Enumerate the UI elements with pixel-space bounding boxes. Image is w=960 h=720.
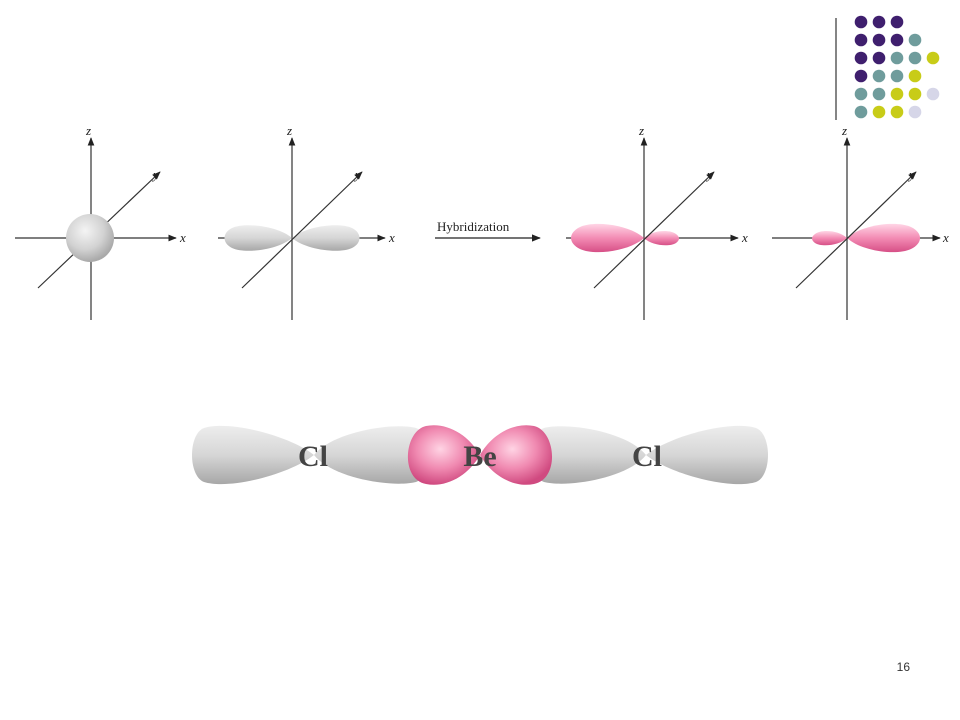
atom-label-cl-right: Cl bbox=[632, 440, 662, 473]
axis-label-x: x bbox=[179, 230, 186, 245]
decorative-dot-teal bbox=[908, 51, 922, 65]
decorative-dot-teal bbox=[854, 87, 868, 101]
decorative-dot-teal bbox=[908, 33, 922, 47]
decorative-dot-purple bbox=[854, 51, 868, 65]
hybridization-label: Hybridization bbox=[437, 219, 510, 234]
axis-label-y: y bbox=[353, 167, 361, 182]
axis-label-z: z bbox=[638, 123, 644, 138]
be-sp-lobe-left bbox=[407, 425, 480, 485]
decorative-dot-purple bbox=[872, 15, 886, 29]
decorative-dot-purple bbox=[854, 69, 868, 83]
decorative-dot-teal bbox=[872, 69, 886, 83]
sp-hybrid-large-lobe bbox=[847, 223, 920, 253]
cl-orbital-outer-lobe-right bbox=[646, 425, 768, 485]
sp-hybrid-orbital-right-diagram: z x y bbox=[772, 123, 949, 320]
axis-label-y: y bbox=[151, 167, 159, 182]
axis-label-z: z bbox=[85, 123, 91, 138]
decorative-dot-lavender bbox=[926, 87, 940, 101]
decorative-dot-teal bbox=[890, 51, 904, 65]
decorative-dot-purple bbox=[872, 51, 886, 65]
axis-label-y: y bbox=[907, 167, 915, 182]
decorative-dot-yellow bbox=[872, 105, 886, 119]
decorative-dot-teal bbox=[890, 69, 904, 83]
sp-hybrid-orbital-left-diagram: z x y bbox=[566, 123, 748, 320]
decorative-dot-purple bbox=[890, 33, 904, 47]
s-orbital-diagram: z x y bbox=[15, 123, 186, 320]
p-orbital-diagram: z x y bbox=[218, 123, 395, 320]
cl-orbital-inner-lobe-right bbox=[532, 426, 646, 484]
be-sp-lobe-right bbox=[480, 425, 553, 485]
decorative-dot-teal bbox=[872, 87, 886, 101]
axis-label-x: x bbox=[388, 230, 395, 245]
axis-label-x: x bbox=[942, 230, 949, 245]
decorative-dot-purple bbox=[854, 15, 868, 29]
axis-label-z: z bbox=[286, 123, 292, 138]
p-orbital-lobe-right bbox=[292, 225, 360, 251]
decorative-dot-purple bbox=[854, 33, 868, 47]
decorative-dot-purple bbox=[872, 33, 886, 47]
s-orbital-sphere bbox=[66, 214, 114, 262]
becl2-molecule-diagram: Cl Be Cl bbox=[192, 425, 768, 485]
decorative-dot-yellow bbox=[908, 69, 922, 83]
p-orbital-lobe-left bbox=[224, 225, 292, 251]
hybridization-arrow: Hybridization bbox=[435, 219, 541, 242]
decorative-dot-yellow bbox=[908, 87, 922, 101]
sp-hybrid-large-lobe bbox=[571, 223, 644, 253]
decorative-dot-lavender bbox=[908, 105, 922, 119]
sp-hybrid-small-lobe bbox=[812, 230, 847, 246]
page-number: 16 bbox=[896, 660, 910, 674]
cl-orbital-outer-lobe-left bbox=[192, 425, 314, 485]
sp-hybrid-small-lobe bbox=[644, 230, 679, 246]
decorative-dot-yellow bbox=[890, 105, 904, 119]
decorative-dot-yellow bbox=[890, 87, 904, 101]
cl-orbital-inner-lobe-left bbox=[314, 426, 428, 484]
decorative-dot-purple bbox=[890, 15, 904, 29]
axis-label-x: x bbox=[741, 230, 748, 245]
decorative-dot-teal bbox=[854, 105, 868, 119]
decorative-dot-grid bbox=[854, 15, 940, 119]
axis-label-z: z bbox=[841, 123, 847, 138]
axis-label-y: y bbox=[705, 167, 713, 182]
atom-label-cl-left: Cl bbox=[298, 440, 328, 473]
decorative-dot-yellow bbox=[926, 51, 940, 65]
atom-label-be: Be bbox=[463, 440, 496, 473]
